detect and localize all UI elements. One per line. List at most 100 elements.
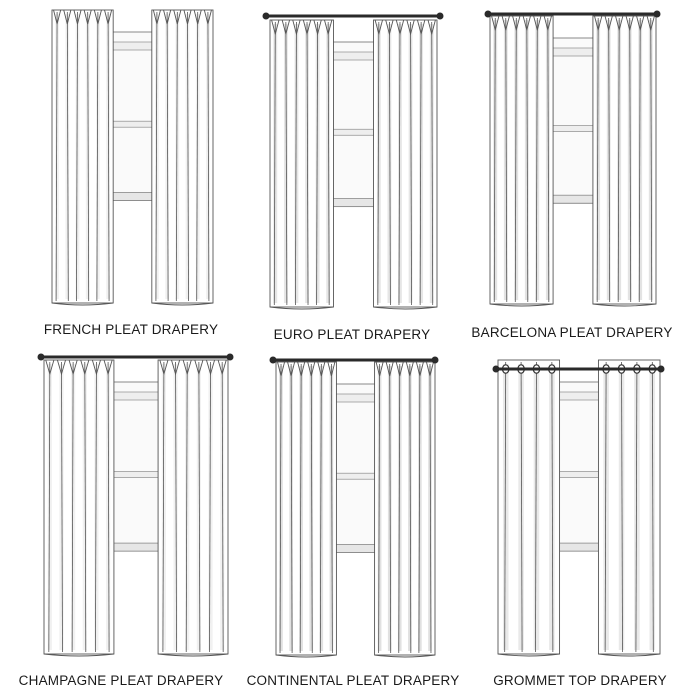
fold-shade [418, 366, 422, 651]
fold-shade [514, 20, 519, 300]
fold-line [95, 361, 97, 653]
fold-shade [649, 364, 656, 650]
pinch-pleat [415, 361, 424, 377]
pinch-pleat [277, 361, 285, 377]
pinch-pleat [636, 15, 645, 32]
pinch-pleat [405, 361, 414, 377]
pinch-pleat [522, 15, 531, 32]
fold-line [617, 17, 620, 303]
pinch-pleat [45, 359, 55, 376]
rod-finial-right [657, 365, 665, 373]
drapery-panel-6 [492, 359, 665, 657]
fold-shade [173, 364, 178, 650]
pinch-pleat [152, 9, 161, 25]
fold-line [306, 21, 309, 306]
fold-shade [634, 364, 640, 650]
fold-shade [299, 366, 303, 651]
pinch-pleat [604, 15, 613, 32]
fold-shade [326, 24, 331, 303]
fold-line [87, 11, 90, 302]
pinch-pleat [543, 15, 552, 32]
rod-finial-left [484, 10, 492, 18]
right-curtain [157, 359, 229, 657]
pinch-pleat [416, 19, 426, 36]
fold-shade [59, 364, 64, 650]
fold-line [526, 17, 529, 303]
pinch-pleat [501, 15, 510, 32]
label-french-pleat: FRENCH PLEAT DRAPERY [43, 322, 219, 337]
fold-shade [94, 364, 99, 650]
rod-bar [266, 14, 440, 18]
right-curtain [592, 15, 657, 307]
pinch-pleat [491, 15, 500, 32]
fold-shade [493, 20, 498, 300]
curtain-hem [374, 654, 436, 658]
pinch-pleat [615, 15, 624, 32]
pinch-pleat [163, 9, 172, 25]
fold-line [207, 11, 210, 302]
fold-line [96, 11, 99, 302]
window-header [105, 391, 167, 401]
fold-line [377, 21, 380, 306]
fold-line [651, 361, 654, 653]
fold-shade [627, 20, 632, 300]
curtain-hem [43, 653, 114, 657]
left-curtain [51, 9, 114, 306]
fold-shade [309, 366, 314, 651]
fold-line [310, 363, 313, 654]
rod-finial-right [436, 12, 444, 20]
curtain-rod [484, 10, 661, 18]
fold-line [285, 21, 288, 306]
fold-shade [518, 364, 524, 650]
curtain-rod [492, 365, 665, 373]
curtain-hem [489, 303, 554, 307]
fold-shade [55, 14, 59, 299]
fold-line [650, 17, 653, 303]
fold-line [166, 11, 169, 302]
fold-shade [329, 366, 334, 651]
fold-line [66, 11, 69, 302]
rod-finial-left [269, 356, 277, 364]
pinch-pleat [182, 359, 192, 376]
fold-shade [165, 14, 169, 299]
fold-line [107, 361, 110, 653]
fold-line [107, 11, 110, 302]
rod-finial-left [37, 353, 45, 361]
curtain-body [269, 19, 334, 308]
fold-shade [387, 24, 392, 303]
pinch-pleat [426, 361, 434, 377]
fold-shade [502, 364, 509, 650]
pinch-pleat [73, 9, 82, 25]
right-curtain [151, 9, 214, 306]
drapery-panel-2 [262, 12, 444, 310]
fold-line [327, 21, 330, 306]
rod-bar [41, 355, 230, 359]
fold-shade [618, 364, 625, 650]
fold-shade [273, 24, 278, 303]
fold-line [378, 363, 381, 654]
pinch-pleat [313, 19, 322, 36]
fold-line [410, 21, 412, 306]
right-curtain [597, 359, 661, 657]
curtain-rod [262, 12, 444, 20]
fold-shade [398, 24, 402, 303]
fold-line [504, 361, 507, 653]
fold-line [279, 363, 282, 654]
fold-shade [208, 364, 213, 650]
pinch-pleat [625, 15, 634, 32]
fold-line [551, 361, 554, 653]
window-frame [104, 31, 161, 201]
curtain-body [592, 15, 657, 305]
curtain-hem [598, 653, 661, 657]
fold-shade [648, 20, 653, 300]
rod-finial-left [262, 12, 270, 20]
pinch-pleat [206, 359, 216, 376]
drapery-panel-5 [269, 356, 439, 658]
right-curtain [374, 361, 436, 658]
pinch-pleat [93, 9, 102, 25]
fold-shade [289, 366, 293, 651]
fold-shade [549, 364, 555, 650]
pinch-pleat [395, 19, 405, 36]
fold-line [429, 363, 432, 654]
